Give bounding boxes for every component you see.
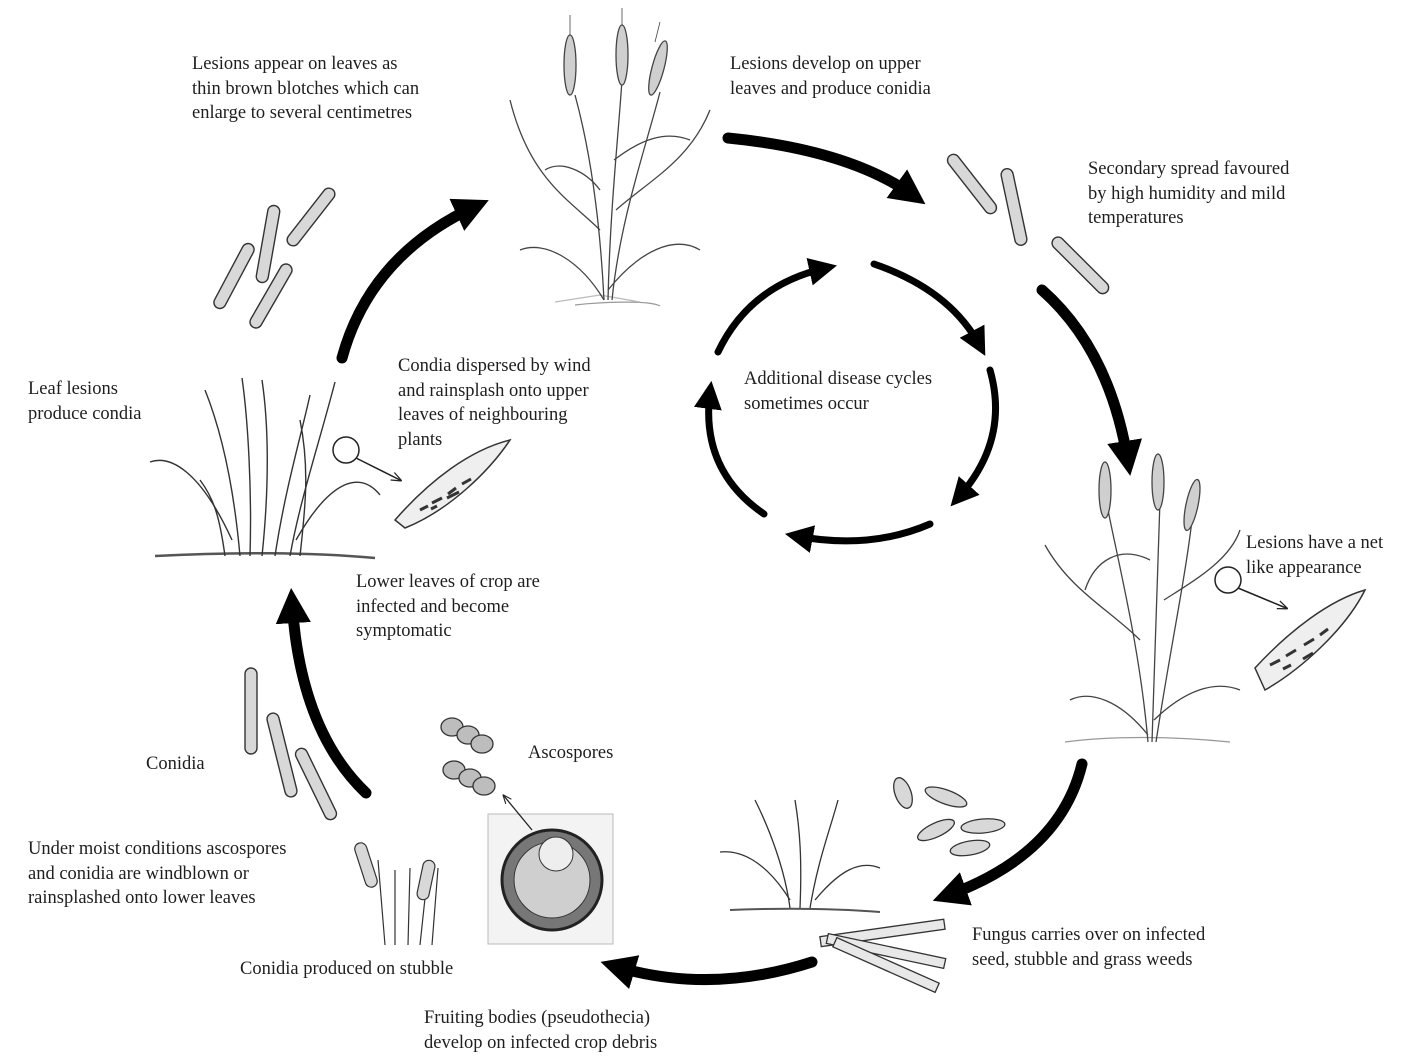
label-line: Lesions appear on leaves as [192, 52, 419, 77]
conidia-top-right [945, 152, 1111, 296]
label-line: Lower leaves of crop are [356, 570, 540, 595]
label-line: Leaf lesions [28, 377, 142, 402]
conidia-top-left [212, 186, 337, 330]
infected-leaf-left [395, 440, 510, 528]
inner-arrow-1 [874, 264, 980, 346]
label-conidia-stubble: Conidia produced on stubble [240, 957, 453, 982]
arrow-bottom [614, 962, 812, 980]
label-fruiting-bodies: Fruiting bodies (pseudothecia) develop o… [424, 1006, 657, 1055]
label-line: seed, stubble and grass weeds [972, 948, 1205, 973]
pseudothecium-drawing [488, 796, 613, 944]
arrow-top-right [728, 138, 914, 196]
label-ascospores: Ascospores [528, 741, 613, 766]
inner-arrow-2 [958, 370, 996, 498]
arrow-right-upper [1042, 290, 1128, 462]
seeds-drawing [890, 775, 1006, 858]
label-line: by high humidity and mild [1088, 182, 1289, 207]
label-line: leaves and produce conidia [730, 77, 931, 102]
label-line: Conidia [146, 752, 205, 777]
label-line: enlarge to several centimetres [192, 101, 419, 126]
label-line: plants [398, 428, 591, 453]
label-lesions-develop: Lesions develop on upper leaves and prod… [730, 52, 931, 101]
wheat-plant-top [510, 8, 710, 306]
seedling-plant-left [150, 378, 380, 558]
label-lesions-appear: Lesions appear on leaves as thin brown b… [192, 52, 419, 126]
label-line: Secondary spread favoured [1088, 157, 1289, 182]
label-moist-conditions: Under moist conditions ascospores and co… [28, 837, 286, 911]
infected-leaf-right [1255, 590, 1365, 690]
label-line: thin brown blotches which can [192, 77, 419, 102]
ascospores-drawing [441, 718, 495, 795]
label-condia-dispersed: Condia dispersed by wind and rainsplash … [398, 354, 591, 452]
label-line: Additional disease cycles [744, 367, 932, 392]
label-conidia: Conidia [146, 752, 205, 777]
label-secondary-spread: Secondary spread favoured by high humidi… [1088, 157, 1289, 231]
stubble-debris-drawing [820, 919, 946, 992]
label-line: infected and become [356, 595, 540, 620]
label-line: Fungus carries over on infected [972, 923, 1205, 948]
label-additional-cycles: Additional disease cycles sometimes occu… [744, 367, 932, 416]
arrow-left-upper [342, 206, 476, 358]
label-fungus-carries: Fungus carries over on infected seed, st… [972, 923, 1205, 972]
magnifier-left [333, 437, 400, 480]
inner-arrow-3 [796, 524, 930, 541]
label-line: Condia dispersed by wind [398, 354, 591, 379]
small-plant-bottom [720, 800, 880, 912]
inner-arrow-5 [718, 268, 826, 352]
conidiophores-drawing [353, 841, 438, 945]
label-line: Fruiting bodies (pseudothecia) [424, 1006, 657, 1031]
label-line: Under moist conditions ascospores [28, 837, 286, 862]
label-lower-leaves: Lower leaves of crop are infected and be… [356, 570, 540, 644]
label-line: produce condia [28, 402, 142, 427]
label-line: Lesions have a net [1246, 531, 1383, 556]
wheat-plant-right [1045, 454, 1240, 742]
label-line: and rainsplash onto upper [398, 379, 591, 404]
label-line: Conidia produced on stubble [240, 957, 453, 982]
label-line: symptomatic [356, 619, 540, 644]
label-line: and conidia are windblown or [28, 862, 286, 887]
outer-cycle-arrows [292, 138, 1128, 980]
label-line: sometimes occur [744, 392, 932, 417]
label-line: temperatures [1088, 206, 1289, 231]
label-line: leaves of neighbouring [398, 403, 591, 428]
label-line: like appearance [1246, 556, 1383, 581]
label-line: rainsplashed onto lower leaves [28, 886, 286, 911]
label-line: Lesions develop on upper [730, 52, 931, 77]
label-line: develop on infected crop debris [424, 1031, 657, 1056]
label-net-like: Lesions have a net like appearance [1246, 531, 1383, 580]
label-leaf-lesions: Leaf lesions produce condia [28, 377, 142, 426]
label-line: Ascospores [528, 741, 613, 766]
